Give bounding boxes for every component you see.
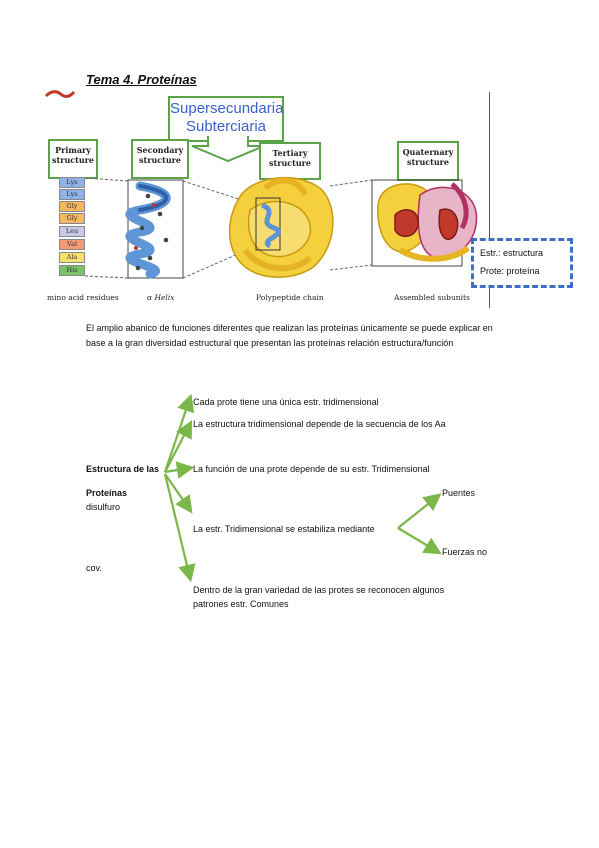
branch-stabilization: La estr. Tridimensional se estabiliza me… (193, 524, 375, 534)
intro-paragraph: El amplio abanico de funciones diferente… (86, 323, 493, 348)
amino-acid: Gly (59, 201, 85, 212)
subterciaria-label: Subterciaria (185, 118, 267, 135)
amino-acid: Gly (59, 213, 85, 224)
box-label: structure (269, 158, 311, 168)
box-label: structure (139, 155, 181, 165)
amino-acid: His (59, 265, 85, 276)
box-label: Secondary (136, 145, 184, 155)
down-arrow (191, 136, 265, 162)
amino-acid: Val (59, 239, 85, 250)
amino-acid: Ala (59, 252, 85, 263)
disulfuro-text: disulfuro (86, 502, 121, 512)
caption-alpha-helix: α Helix (147, 293, 175, 302)
quaternary-structure-box: Quaternary structure (397, 141, 459, 181)
box-label: Quaternary (402, 147, 454, 157)
branch-sequence-dependence: La estructura tridimensional depende de … (193, 419, 446, 429)
figure-graphics (84, 177, 478, 279)
mindmap-root-line2: Proteínas (86, 488, 128, 498)
sub-branch-puentes: Puentes (442, 488, 476, 498)
supersecundaria-box: Supersecundaria Subterciaria (168, 96, 284, 142)
box-label: Tertiary (272, 148, 308, 158)
branch-common-patterns-line1: Dentro de la gran variedad de las protes… (193, 585, 445, 595)
box-label: Primary (55, 145, 91, 155)
amino-acid: Lys (59, 189, 85, 200)
caption-assembled-subunits: Assembled subunits (394, 293, 470, 302)
supersecundaria-label: Supersecundaria (170, 100, 284, 117)
amino-acid: Leu (59, 226, 85, 237)
mindmap-arrows (163, 393, 442, 583)
legend-line: Estr.: estructura (480, 248, 544, 258)
caption-amino-acids: mino acid residues (47, 293, 119, 302)
sub-branch-fuerzas: Fuerzas no (442, 547, 488, 557)
legend-line: Prote: proteína (480, 266, 540, 276)
mindmap-root-line1: Estructura de las (86, 464, 160, 474)
branch-common-patterns-line2: patrones estr. Comunes (193, 599, 289, 609)
abbreviation-legend: Estr.: estructura Prote: proteína (471, 238, 573, 288)
decoration-swirl (44, 90, 76, 98)
branch-function-dependence: La función de una prote depende de su es… (193, 464, 430, 474)
amino-acid: Lys (59, 177, 85, 188)
box-label: structure (407, 157, 449, 167)
caption-polypeptide-chain: Polypeptide chain (256, 293, 324, 302)
branch-unique-structure: Cada prote tiene una única estr. tridime… (193, 397, 379, 407)
cov-text: cov. (86, 563, 102, 573)
secondary-structure-box: Secondary structure (131, 139, 189, 179)
box-label: structure (52, 155, 94, 165)
page-title: Tema 4. Proteínas (86, 72, 197, 87)
vertical-divider (489, 92, 490, 308)
primary-structure-box: Primary structure (48, 139, 98, 179)
